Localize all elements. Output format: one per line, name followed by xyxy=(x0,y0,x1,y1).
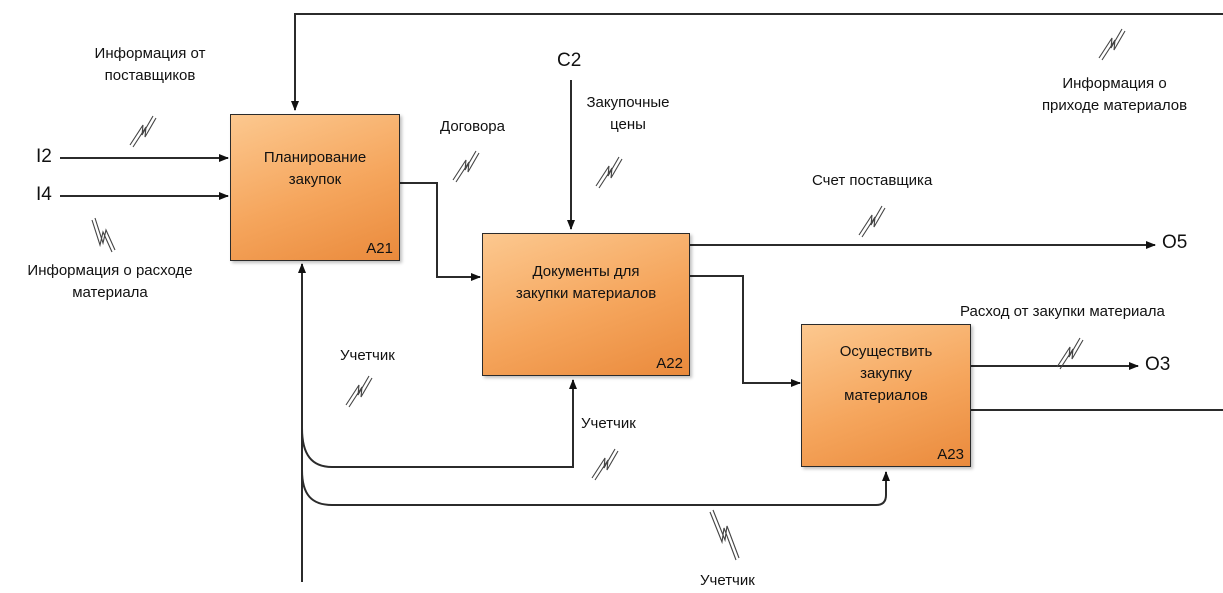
activity-title: Осуществить закупку материалов xyxy=(839,343,933,404)
squiggle-accountant-2 xyxy=(591,448,619,481)
activity-id: A22 xyxy=(656,355,683,372)
output-label-o3: O3 xyxy=(1145,354,1171,375)
input-label-i2: I2 xyxy=(36,146,52,167)
output-label-o5: O5 xyxy=(1162,232,1188,253)
activity-box-a22[interactable]: Документы для закупки материалов A22 xyxy=(482,233,690,376)
label-contracts: Договора xyxy=(440,118,505,135)
label-info-arrival: Информация о приходе материалов xyxy=(1041,75,1188,114)
input-label-i4: I4 xyxy=(36,184,52,205)
squiggle-accountant-1 xyxy=(345,375,373,408)
activity-title: Документы для закупки материалов xyxy=(515,263,657,302)
arrow-info-arrival xyxy=(291,13,1223,111)
label-accountant-1: Учетчик xyxy=(340,347,395,364)
activity-title: Планирование закупок xyxy=(263,149,367,188)
squiggle-info-suppliers xyxy=(129,115,157,148)
label-accountant-2: Учетчик xyxy=(581,415,636,432)
label-purchase-expense: Расход от закупки материала xyxy=(960,303,1165,320)
squiggle-info-arrival xyxy=(1098,28,1126,61)
label-accountant-3: Учетчик xyxy=(700,572,755,589)
arrow-mechanism-a22 xyxy=(301,379,577,468)
label-info-expense: Информация о расходе материала xyxy=(27,262,193,301)
label-supplier-invoice: Счет поставщика xyxy=(812,172,933,189)
squiggle-accountant-3 xyxy=(709,509,740,561)
squiggle-invoice xyxy=(858,205,886,238)
arrow-contracts xyxy=(399,182,481,281)
squiggle-expense xyxy=(1056,337,1084,370)
squiggle-prices xyxy=(595,156,623,189)
activity-box-a21[interactable]: Планирование закупок A21 xyxy=(230,114,400,261)
arrow-mechanism-a23 xyxy=(301,469,890,506)
activity-box-a23[interactable]: Осуществить закупку материалов A23 xyxy=(801,324,971,467)
squiggle-contracts xyxy=(452,150,480,183)
activity-id: A21 xyxy=(366,240,393,257)
squiggle-info-expense xyxy=(91,217,116,253)
activity-id: A23 xyxy=(937,446,964,463)
arrow-a22-a23 xyxy=(690,275,801,387)
label-purchase-prices: Закупочные цены xyxy=(586,94,670,133)
control-label-c2: C2 xyxy=(557,50,582,71)
label-info-suppliers: Информация от поставщиков xyxy=(94,45,206,84)
